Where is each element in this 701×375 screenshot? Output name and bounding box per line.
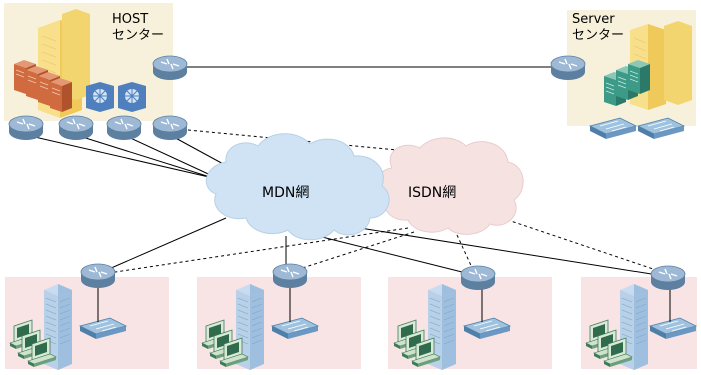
router-icon xyxy=(152,115,188,141)
router-icon xyxy=(58,115,94,141)
host-label-line1: HOST xyxy=(112,12,148,27)
router-icon xyxy=(80,263,116,289)
router-icon xyxy=(8,115,44,141)
mdn-network-label: MDN網 xyxy=(262,185,309,201)
router-icon xyxy=(152,55,188,81)
router-icon xyxy=(106,115,142,141)
branch-site-3 xyxy=(393,265,511,371)
server-label-line1: Server xyxy=(572,12,615,27)
router-icon xyxy=(550,55,586,81)
mdn-cloud-icon: MDN網 xyxy=(205,133,390,241)
server-label-line2: センター xyxy=(572,28,624,43)
host-center: HOST センター xyxy=(4,3,173,121)
router-icon xyxy=(272,263,308,289)
router-icon xyxy=(460,265,496,291)
host-label-line2: センター xyxy=(112,28,164,43)
branch-site-4 xyxy=(585,265,697,371)
branch-site-2 xyxy=(201,263,319,371)
isdn-network-label: ISDN網 xyxy=(408,185,456,201)
server-center: Server センター xyxy=(567,10,696,140)
network-links xyxy=(25,66,669,277)
atm-switch-icon xyxy=(86,82,146,112)
router-icon xyxy=(650,265,686,291)
isdn-cloud-icon: ISDN網 xyxy=(377,137,524,235)
branch-site-1 xyxy=(9,263,127,371)
